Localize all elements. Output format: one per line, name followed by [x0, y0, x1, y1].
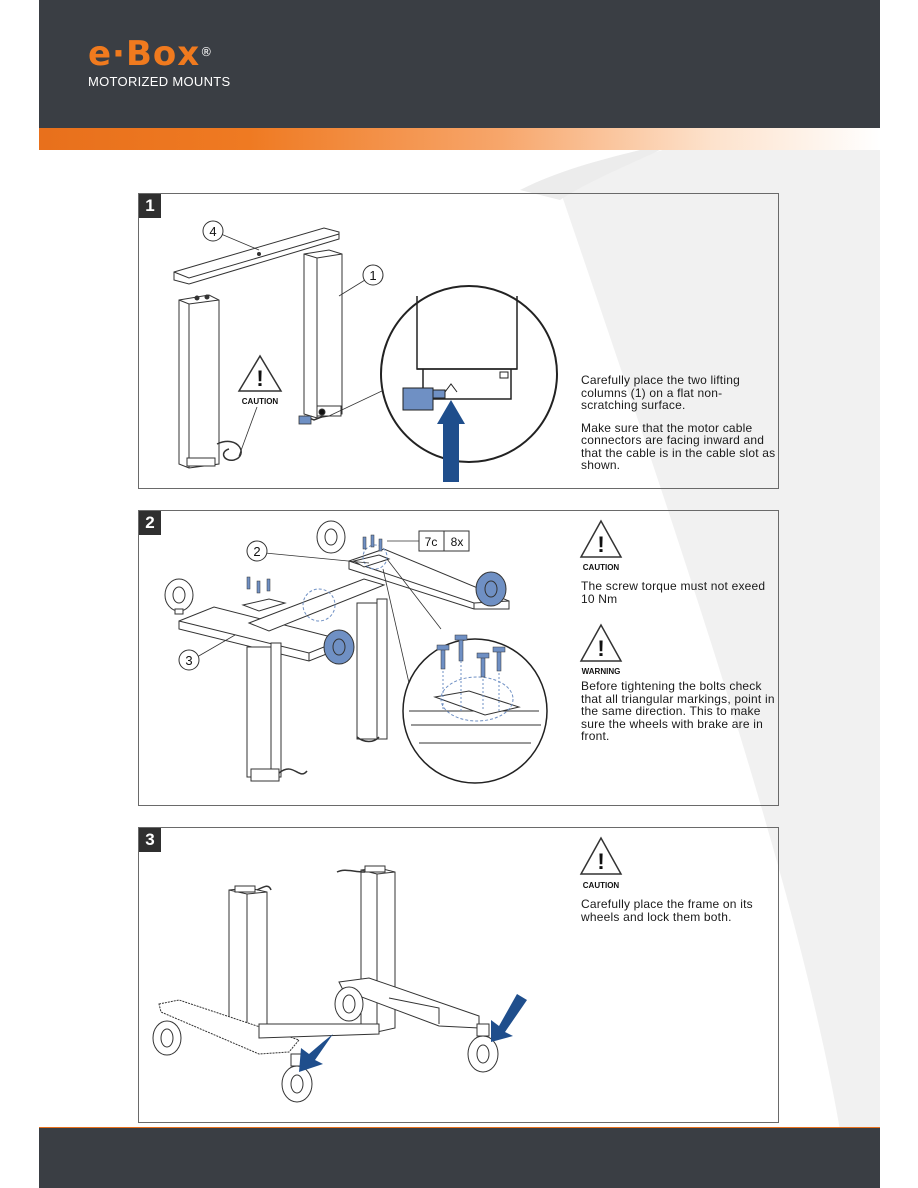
step-3-illustration: ! CAUTION	[152, 836, 623, 1103]
detail-zoom-circle	[382, 558, 548, 784]
instruction-text: Make sure that the motor cable connector…	[581, 420, 776, 472]
column-left	[246, 642, 282, 782]
bolt-icons	[246, 534, 383, 594]
caution-text: Carefully place the frame on its wheels …	[581, 897, 753, 924]
header-bar	[39, 0, 880, 128]
svg-text:!: !	[597, 636, 604, 661]
callout-4: 4	[202, 220, 260, 251]
svg-text:!: !	[597, 849, 604, 874]
parts-box: 7c 8x	[387, 530, 470, 552]
registered-mark: ®	[200, 45, 214, 59]
blue-arrow-icon	[299, 994, 527, 1072]
logo-subtitle: MOTORIZED MOUNTS	[88, 74, 231, 89]
svg-text:WARNING: WARNING	[582, 667, 621, 676]
blue-arrow-icon	[437, 400, 465, 482]
caution-sign-icon: ! CAUTION	[579, 519, 623, 572]
right-column	[303, 249, 343, 419]
wheel-icon	[164, 520, 507, 665]
caution-sign-icon: ! CAUTION	[579, 836, 623, 890]
instruction-text: Carefully place the two lifting columns …	[581, 373, 740, 412]
svg-text:4: 4	[209, 224, 216, 239]
warning-sign-icon: ! WARNING	[579, 623, 623, 676]
step-2-panel: 2	[138, 510, 779, 806]
step-number: 1	[139, 194, 161, 218]
step-1-illustration: 4 1 ! CAUTION	[173, 220, 558, 482]
caution-sign-icon: ! CAUTION	[237, 354, 283, 457]
step-3-panel: 3	[138, 827, 779, 1123]
svg-text:!: !	[597, 532, 604, 557]
wheel-icon	[152, 986, 499, 1103]
footer-bar	[39, 1128, 880, 1188]
svg-text:1: 1	[369, 268, 376, 283]
callout-1: 1	[338, 264, 384, 297]
svg-text:CAUTION: CAUTION	[583, 881, 620, 890]
step-number: 2	[139, 511, 161, 535]
step-2-illustration: 2 3 7c 8x	[164, 519, 623, 784]
caution-text: The screw torque must not exeed 10 Nm	[581, 579, 766, 606]
step-number: 3	[139, 828, 161, 852]
header-accent-bar	[39, 128, 880, 150]
callout-2: 2	[246, 540, 370, 564]
step-1-panel: 1 4	[138, 193, 779, 489]
cable-left	[216, 440, 242, 461]
left-column	[178, 294, 220, 469]
svg-text:3: 3	[185, 653, 192, 668]
column-left	[228, 885, 268, 1045]
svg-text:CAUTION: CAUTION	[583, 563, 620, 572]
svg-text:8x: 8x	[451, 535, 464, 549]
top-plate	[173, 227, 340, 285]
svg-text:2: 2	[253, 544, 260, 559]
warning-text: Before tightening the bolts check that a…	[581, 679, 775, 743]
logo-text: e·Box	[88, 34, 201, 74]
step-1-instructions: Carefully place the two lifting columns …	[581, 374, 776, 482]
svg-text:CAUTION: CAUTION	[242, 397, 279, 406]
svg-text:!: !	[256, 366, 263, 391]
svg-text:7c: 7c	[425, 535, 438, 549]
left-foot	[158, 999, 300, 1055]
detail-zoom-circle	[328, 285, 558, 463]
column-right	[356, 598, 388, 740]
callout-3: 3	[178, 634, 236, 671]
brand-logo: e·Box® MOTORIZED MOUNTS	[88, 36, 231, 89]
